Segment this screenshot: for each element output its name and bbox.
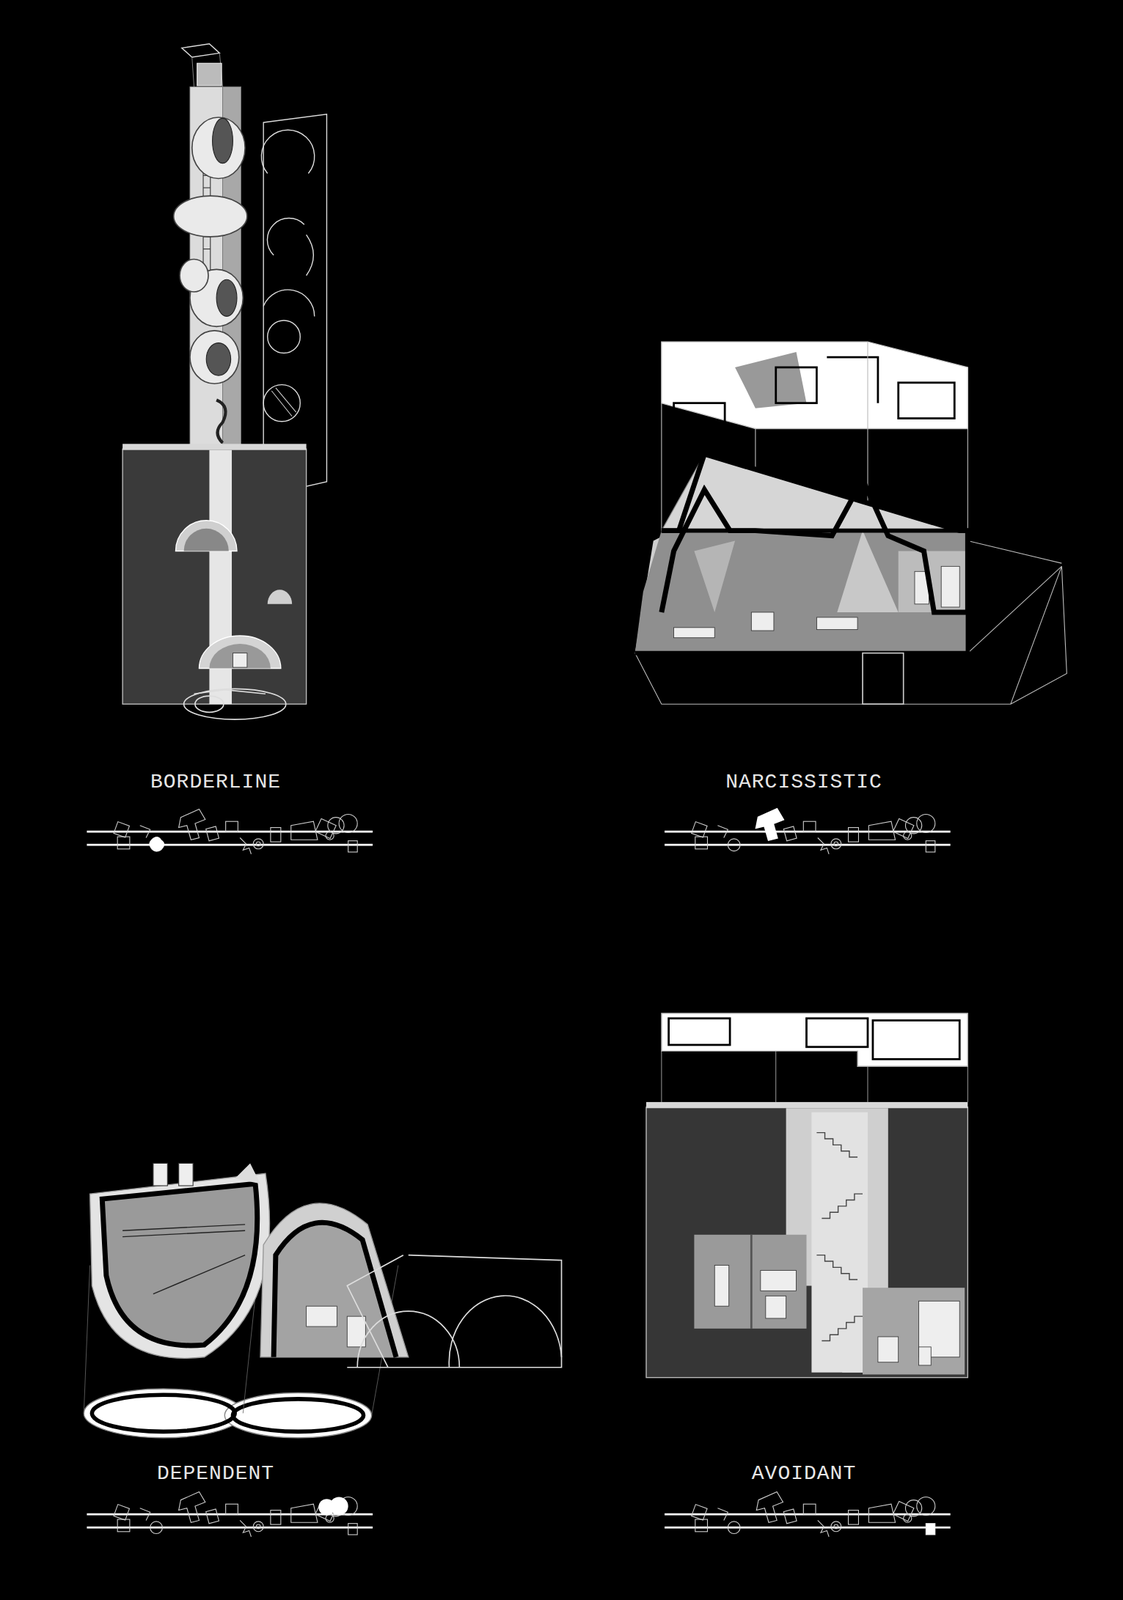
drawing-title: AVOIDANT	[751, 1462, 857, 1486]
borderline-drawing	[122, 44, 327, 720]
drawing-title: NARCISSISTIC	[725, 770, 883, 794]
avoidant-drawing	[646, 1013, 968, 1379]
dependent-drawing	[83, 1163, 562, 1438]
drawing-title: DEPENDENT	[156, 1462, 275, 1486]
narcissistic-drawing	[635, 341, 1068, 705]
drawing-title: BORDERLINE	[150, 770, 281, 794]
timeline-strip	[86, 809, 950, 1538]
